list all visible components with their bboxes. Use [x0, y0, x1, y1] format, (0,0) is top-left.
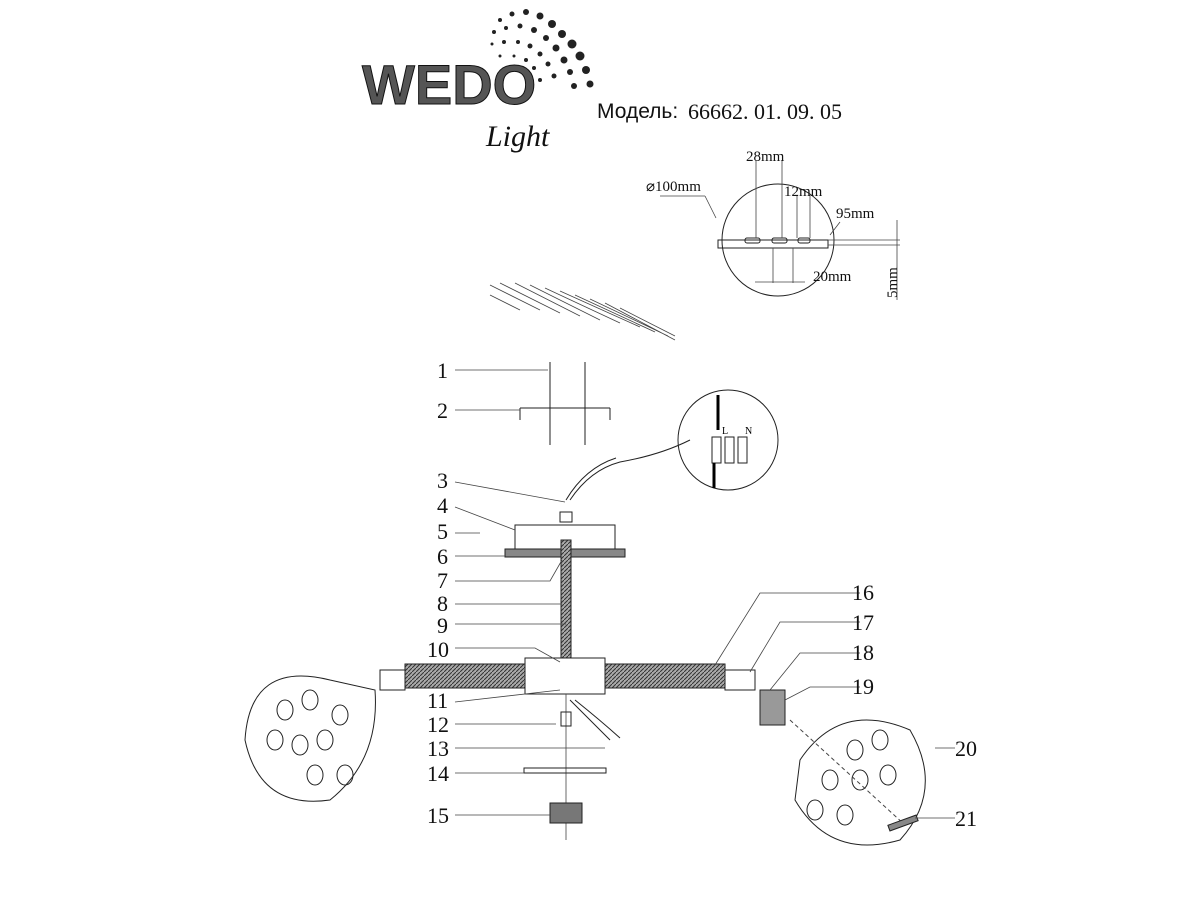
dim-length: 95mm [836, 206, 875, 222]
socket [759, 689, 786, 726]
shade-right [724, 669, 926, 846]
callout-16: 16 [852, 580, 874, 605]
dim-slot-width: 12mm [784, 184, 823, 200]
ceiling-hatch [489, 282, 676, 341]
logo-brand: WEDO [362, 53, 536, 116]
center-hub [524, 657, 606, 695]
callout-4: 4 [437, 493, 448, 518]
shade-ring [887, 814, 919, 832]
logo-sub: Light [485, 120, 550, 153]
callout-21: 21 [955, 806, 977, 831]
decor-disc [523, 767, 607, 774]
finial [549, 802, 583, 824]
arm-right [604, 663, 726, 689]
callout-2: 2 [437, 398, 448, 423]
callout-18: 18 [852, 640, 874, 665]
logo-dots [490, 9, 594, 89]
callout-8: 8 [437, 591, 448, 616]
callout-leaders [454, 369, 955, 819]
terminal-detail [677, 389, 779, 491]
shade-left [244, 669, 406, 802]
terminal-neutral-label: N [745, 426, 752, 437]
callouts-right: 16 17 18 19 20 21 [852, 580, 977, 831]
callout-9: 9 [437, 613, 448, 638]
callout-15: 15 [427, 803, 449, 828]
arm-left [404, 663, 526, 689]
callout-12: 12 [427, 712, 449, 737]
callout-3: 3 [437, 468, 448, 493]
central-assembly: L N [404, 362, 779, 840]
terminal-live-label: L [722, 426, 728, 437]
dim-slot-spacing: 28mm [746, 149, 785, 165]
dim-thickness: 5mm [885, 267, 901, 298]
threaded-rod [560, 539, 572, 661]
callout-10: 10 [427, 637, 449, 662]
callout-1: 1 [437, 358, 448, 383]
callout-17: 17 [852, 610, 874, 635]
callout-13: 13 [427, 736, 449, 761]
dim-hole-spacing: 20mm [813, 269, 852, 285]
callout-6: 6 [437, 544, 448, 569]
wedo-light-logo: WEDO Light [362, 9, 594, 153]
dim-diameter: ⌀100mm [646, 179, 701, 195]
callouts-left: 1 2 3 4 5 6 7 8 9 10 11 12 13 14 15 [427, 358, 449, 828]
callout-19: 19 [852, 674, 874, 699]
callout-11: 11 [427, 688, 448, 713]
callout-14: 14 [427, 761, 449, 786]
model-label: Модель: [597, 100, 678, 123]
callout-20: 20 [955, 736, 977, 761]
callout-5: 5 [437, 519, 448, 544]
callout-7: 7 [437, 568, 448, 593]
model-number: 66662. 01. 09. 05 [688, 99, 842, 124]
bracket-detail: 28mm ⌀100mm 12mm 95mm 20mm 5mm [646, 149, 901, 300]
